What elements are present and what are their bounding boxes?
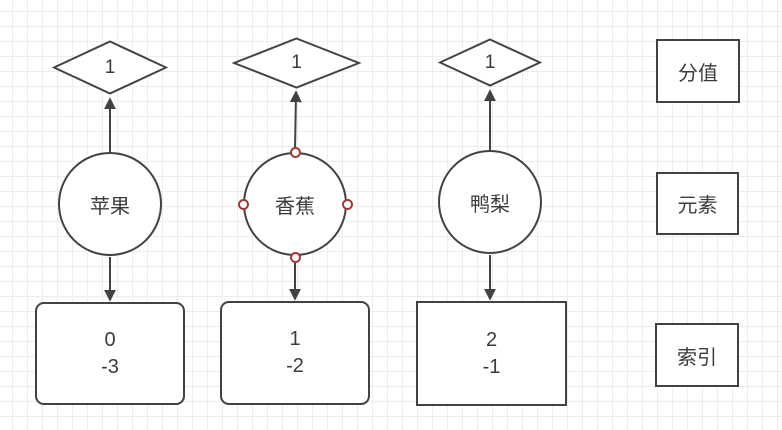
- legend-box-score[interactable]: 分值: [656, 39, 740, 103]
- index-value: 1: [289, 328, 301, 350]
- legend-box-index[interactable]: 索引: [655, 323, 739, 387]
- diamond-shape: [232, 37, 361, 89]
- score-diamond-2[interactable]: 1: [232, 37, 361, 89]
- score-diamond-1[interactable]: 1: [52, 40, 168, 95]
- index-value: 0: [104, 328, 116, 351]
- diamond-shape: [438, 38, 542, 87]
- legend-box-element[interactable]: 元素: [656, 172, 739, 235]
- index-negative-value: -2: [286, 355, 304, 377]
- score-diamond-3[interactable]: 1: [438, 38, 542, 87]
- index-negative-value: -1: [482, 355, 501, 378]
- index-box-3[interactable]: 2 -1: [416, 301, 567, 406]
- element-circle-1[interactable]: 苹果: [58, 152, 162, 256]
- element-circle-2[interactable]: 香蕉: [243, 152, 347, 256]
- score-label: 1: [484, 51, 496, 73]
- element-label: 香蕉: [275, 195, 315, 218]
- index-box-1[interactable]: 0 -3: [35, 302, 185, 405]
- index-box-2[interactable]: 1 -2: [220, 301, 370, 405]
- score-label: 1: [104, 56, 116, 78]
- legend-label: 分值: [678, 62, 718, 85]
- connection-point-right[interactable]: [341, 198, 353, 210]
- connection-point-left[interactable]: [237, 198, 249, 210]
- legend-label: 元素: [677, 195, 718, 217]
- score-label: 1: [291, 52, 302, 73]
- connector-col2-circle-to-diamond[interactable]: [289, 90, 302, 152]
- connection-point-top[interactable]: [289, 146, 301, 158]
- element-label: 鸭梨: [470, 193, 510, 216]
- element-label: 苹果: [90, 195, 130, 218]
- index-value: 2: [485, 328, 498, 351]
- connection-point-bottom[interactable]: [289, 251, 301, 263]
- index-negative-value: -3: [101, 355, 119, 378]
- diamond-shape: [52, 40, 168, 95]
- element-circle-3[interactable]: 鸭梨: [438, 150, 542, 254]
- legend-label: 索引: [677, 346, 717, 369]
